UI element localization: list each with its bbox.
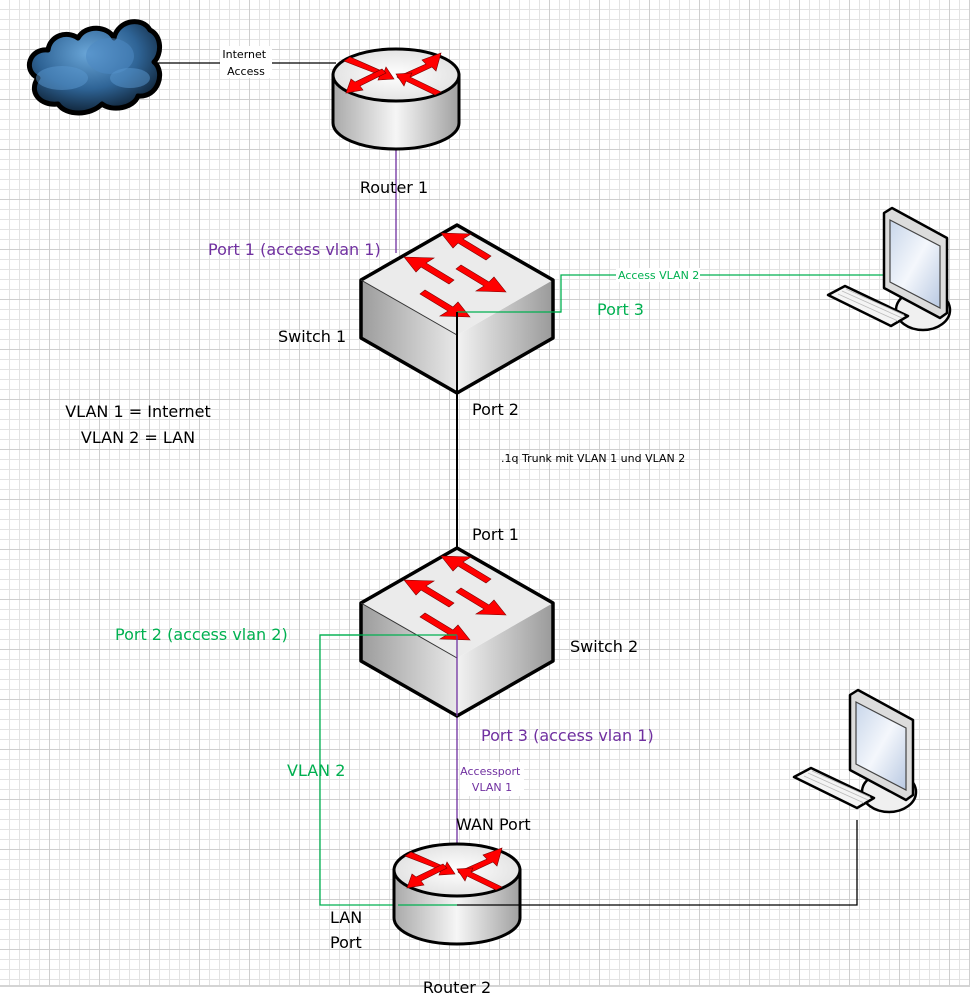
- internet-access-label-bg: [220, 46, 272, 78]
- switch2-port1-label: Port 1: [472, 525, 519, 544]
- router-2[interactable]: [392, 842, 522, 946]
- internet-access-label: Internet Access: [222, 48, 269, 78]
- lan-port-label: LAN Port: [330, 908, 367, 952]
- cloud-icon[interactable]: [26, 19, 162, 116]
- switch2-port3-label: Port 3 (access vlan 1): [481, 726, 654, 745]
- switch-1-label: Switch 1: [278, 327, 346, 346]
- router-1-label: Router 1: [360, 178, 428, 197]
- router2-pc2-link: [457, 820, 858, 906]
- router-1[interactable]: [331, 47, 461, 151]
- switch2-port2-label: Port 2 (access vlan 2): [115, 625, 288, 644]
- accessport-label: Accessport VLAN 1: [460, 765, 524, 794]
- router-2-label: Router 2: [423, 978, 491, 997]
- computer-2[interactable]: [792, 688, 918, 814]
- trunk-label: .1q Trunk mit VLAN 1 und VLAN 2: [501, 452, 685, 465]
- vlan2-link-label: VLAN 2: [287, 761, 345, 780]
- computer-icon: [792, 688, 918, 814]
- computer-1[interactable]: [826, 206, 952, 332]
- vlan-legend-line2: VLAN 2 = LAN: [81, 428, 195, 447]
- access-vlan2-label: Access VLAN 2: [618, 269, 699, 282]
- accessport-label-bg: [460, 762, 524, 796]
- computer-icon: [826, 206, 952, 332]
- access-vlan2-label-bg: [616, 268, 700, 282]
- switch1-port3-label: Port 3: [597, 300, 644, 319]
- switch-2-label: Switch 2: [570, 637, 638, 656]
- switch1-port2-label: Port 2: [472, 400, 519, 419]
- switch1-port1-label: Port 1 (access vlan 1): [208, 240, 381, 259]
- router-icon: [392, 842, 522, 946]
- router-icon: [331, 47, 461, 151]
- vlan-legend-line1: VLAN 1 = Internet: [65, 402, 211, 421]
- wan-port-label: WAN Port: [456, 815, 531, 834]
